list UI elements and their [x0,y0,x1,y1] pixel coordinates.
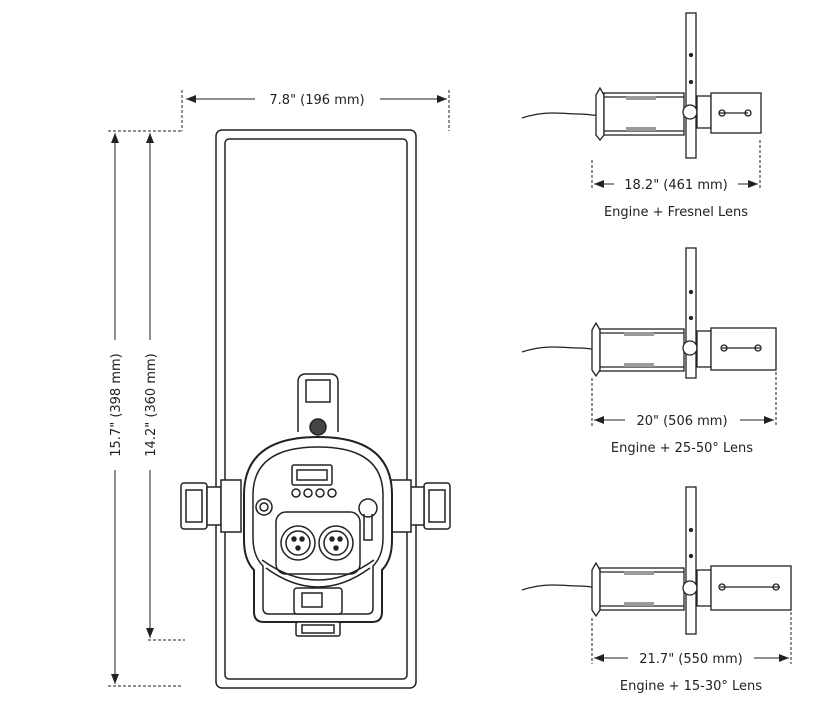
top-handle [297,373,339,436]
right-yoke-knob [390,479,451,533]
height-inner-dimension [146,133,185,641]
height-outer-dimension [108,133,182,687]
length-label-fresnel: 18.2" (461 mm) [624,178,727,193]
side-dimension-fresnel [591,140,761,190]
left-yoke-knob [180,479,242,533]
side-dimension-15-30 [591,612,792,664]
length-label-25-50: 20" (506 mm) [636,414,727,429]
caption-25-50: Engine + 25-50° Lens [611,441,753,456]
side-view-15-30 [521,486,792,635]
yoke [215,129,417,689]
side-view-25-50 [521,247,777,379]
fixture-body [243,435,393,637]
height-inner-label: 14.2" (360 mm) [144,353,159,456]
caption-15-30: Engine + 15-30° Lens [620,679,762,694]
length-label-15-30: 21.7" (550 mm) [639,652,742,667]
width-dimension [108,90,450,132]
caption-fresnel: Engine + Fresnel Lens [604,205,748,220]
width-label: 7.8" (196 mm) [269,93,364,108]
front-view [180,129,451,689]
side-dimension-25-50 [591,372,777,426]
height-outer-label: 15.7" (398 mm) [109,353,124,456]
side-view-fresnel [521,12,762,159]
